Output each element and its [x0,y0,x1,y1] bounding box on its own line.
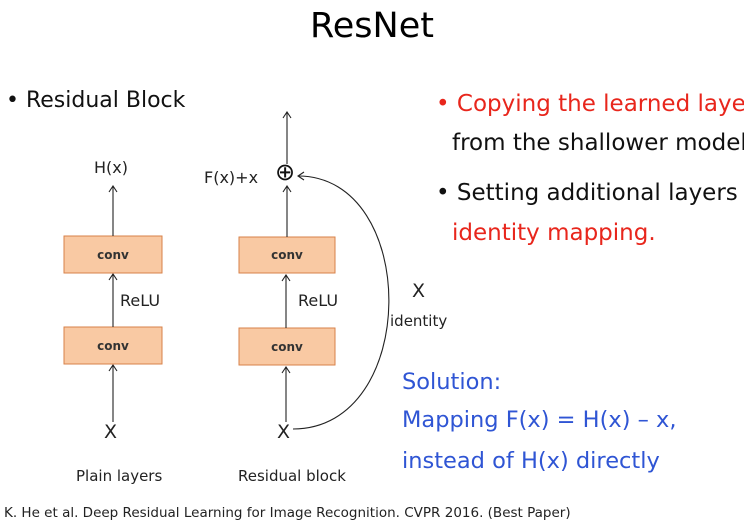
plain-input-label: X [104,421,118,443]
residual-conv-top [238,236,336,274]
bullet-text-line1: Setting additional layers to [456,180,744,206]
plain-layers: conv conv [63,185,163,422]
residual-caption: Residual block [238,467,346,485]
add-icon: ⊕ [275,158,296,186]
bullet-glyph: • [436,180,450,206]
identity-label: identity [390,312,448,330]
bullet-residual-block: • Residual Block [6,88,186,113]
solution-heading: Solution: [402,369,502,395]
plain-output-label: H(x) [94,158,128,177]
residual-block: conv conv [238,111,390,430]
bullet-copying-layers-line2: from the shallower model [452,130,744,156]
page-title: ResNet [310,6,434,46]
bullet-identity-mapping: • Setting additional layers to [436,180,744,206]
residual-input-label: X [277,421,291,443]
bullet-copying-layers: • Copying the learned layers [436,91,744,117]
residual-conv-bottom [238,327,336,366]
residual-output-label: F(x)+x [204,168,259,187]
bullet-glyph: • [436,91,450,117]
plain-conv-top-label: conv [97,248,129,262]
skip-x-label: X [412,280,426,302]
bullet-identity-mapping-line2: identity mapping. [452,220,656,246]
residual-relu-label: ReLU [298,291,339,310]
identity-skip-connection [292,171,390,430]
plain-conv-bottom [63,326,163,365]
solution-line1: Mapping F(x) = H(x) – x, [402,407,677,433]
plain-caption: Plain layers [76,467,163,485]
residual-conv-bottom-label: conv [271,340,303,354]
plain-relu-label: ReLU [120,291,161,310]
citation-footer: K. He et al. Deep Residual Learning for … [4,505,571,521]
solution-line2: instead of H(x) directly [402,448,660,474]
residual-conv-top-label: conv [271,248,303,262]
plain-conv-bottom-label: conv [97,339,129,353]
plain-conv-top [63,235,163,274]
bullet-text-line1: Copying the learned layers [456,91,744,117]
